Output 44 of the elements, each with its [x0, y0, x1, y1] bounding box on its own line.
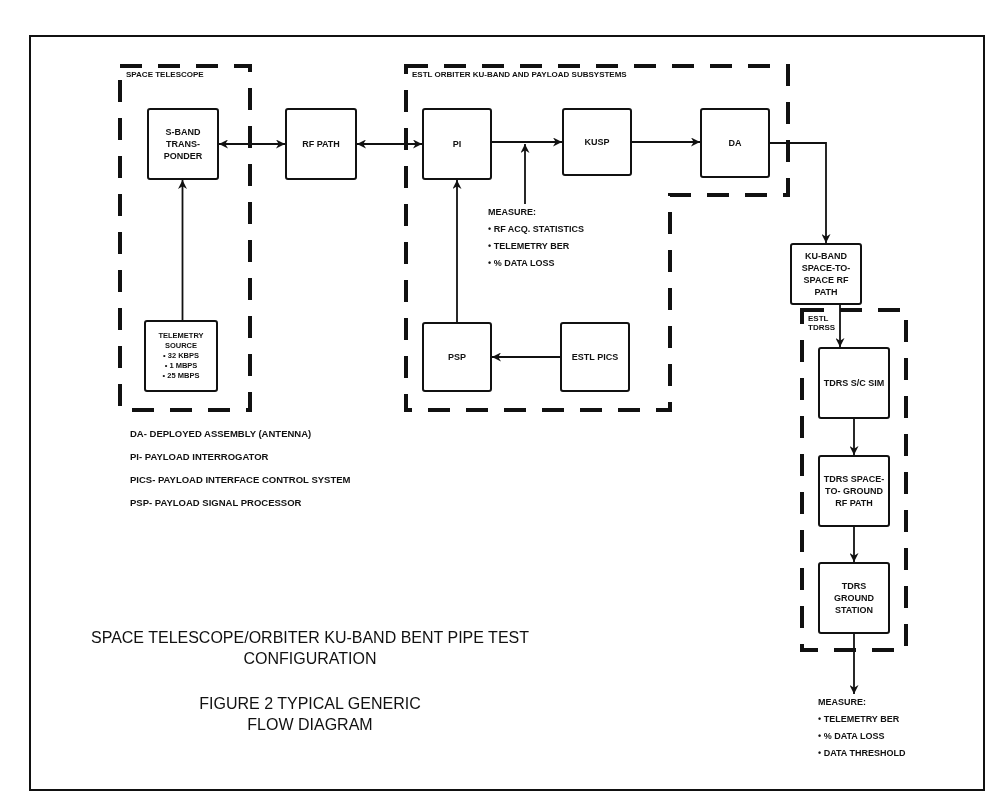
- arrow: [356, 139, 423, 149]
- process-box: DA: [700, 108, 770, 178]
- arrow: [178, 179, 187, 321]
- arrow: [520, 143, 530, 205]
- measure-item: • RF ACQ. STATISTICS: [488, 223, 585, 237]
- measure-item: • % DATA LOSS: [818, 730, 886, 744]
- diagram-title: SPACE TELESCOPE/ORBITER KU-BAND BENT PIPE TEST CONFIGURATION: [89, 628, 530, 669]
- process-box: PSP: [422, 322, 492, 392]
- process-box: TDRS GROUND STATION: [818, 562, 890, 634]
- process-box: PI: [422, 108, 492, 180]
- process-box: ESTL PICS: [560, 322, 630, 392]
- group-heading: ESTL TDRSS: [808, 314, 837, 332]
- measure-item: • % DATA LOSS: [488, 257, 556, 271]
- measure-item: • DATA THRESHOLD: [818, 747, 907, 761]
- arrow: [491, 137, 563, 147]
- arrow: [849, 633, 859, 695]
- dashed-group-boundary: [404, 64, 790, 412]
- process-box: S-BAND TRANS- PONDER: [147, 108, 219, 180]
- dashed-group-boundary: [118, 64, 252, 412]
- dashed-group-boundary: [800, 308, 908, 652]
- process-box: TDRS S/C SIM: [818, 347, 890, 419]
- arrow: [849, 526, 859, 563]
- arrow: [835, 304, 845, 348]
- measure-item: • TELEMETRY BER: [818, 713, 901, 727]
- arrow: [631, 137, 701, 147]
- arrow: [491, 352, 561, 362]
- process-box: RF PATH: [285, 108, 357, 180]
- process-box: TDRS SPACE-TO- GROUND RF PATH: [818, 455, 890, 527]
- measure-heading: MEASURE:: [488, 206, 537, 219]
- arrow: [218, 139, 286, 149]
- abbreviation-note: PICS- PAYLOAD INTERFACE CONTROL SYSTEM: [130, 474, 351, 485]
- group-heading: SPACE TELESCOPE: [126, 70, 204, 79]
- abbreviation-note: PI- PAYLOAD INTERROGATOR: [130, 451, 269, 462]
- arrow: [452, 179, 462, 323]
- process-box: KUSP: [562, 108, 632, 176]
- abbreviation-note: PSP- PAYLOAD SIGNAL PROCESSOR: [130, 497, 302, 508]
- arrow: [849, 418, 859, 456]
- measure-item: • TELEMETRY BER: [488, 240, 571, 254]
- group-heading: ESTL ORBITER KU-BAND AND PAYLOAD SUBSYSTEMS: [412, 70, 627, 79]
- abbreviation-note: DA- DEPLOYED ASSEMBLY (ANTENNA): [130, 428, 312, 439]
- process-box: KU-BAND SPACE-TO- SPACE RF PATH: [790, 243, 862, 305]
- arrow: [769, 142, 831, 244]
- figure-caption: FIGURE 2 TYPICAL GENERIC FLOW DIAGRAM: [198, 694, 422, 735]
- measure-heading: MEASURE:: [818, 696, 867, 709]
